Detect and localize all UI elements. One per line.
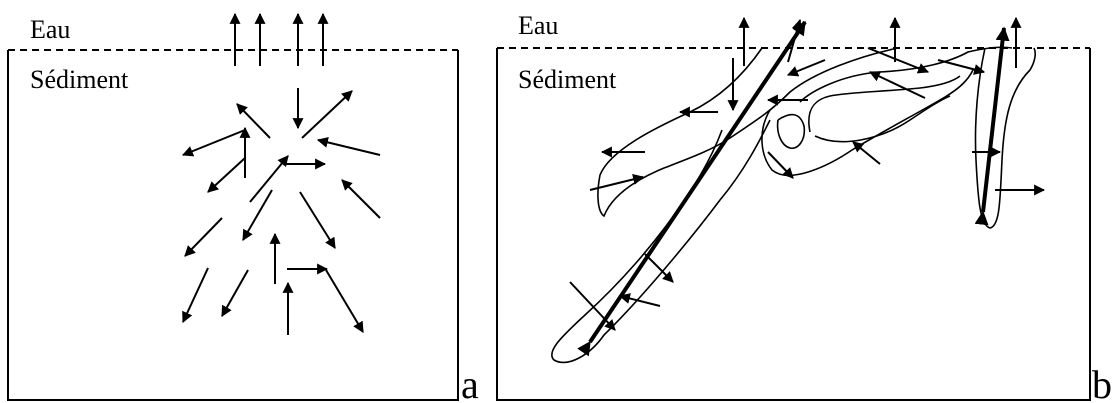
burrow-branch — [761, 69, 974, 176]
panel-letter: b — [1092, 362, 1112, 403]
diffusion-arrow — [299, 191, 336, 249]
burrow-main — [597, 47, 899, 218]
diffusion-arrow — [207, 157, 246, 193]
burrow-chamber — [808, 75, 961, 143]
burrow-outlines — [551, 46, 1036, 364]
diffusion-arrow — [618, 293, 661, 307]
burrow-axis — [974, 26, 1010, 226]
diffusion-arrow — [249, 155, 289, 203]
burrow-inner — [776, 113, 806, 150]
diffusion-arrow — [325, 269, 364, 333]
sediment-box — [7, 50, 459, 401]
diffusion-arrow — [221, 269, 249, 317]
efflux-arrow — [787, 18, 803, 63]
diffusion-arrow — [852, 141, 881, 165]
diffusion-arrow — [786, 59, 826, 77]
panel-b: Eau Sédiment b — [496, 11, 1112, 403]
diffusion-arrow — [937, 59, 986, 75]
diffusion-arrow — [236, 103, 271, 139]
burrow-axes — [577, 20, 1010, 357]
flux-arrows — [569, 16, 1046, 331]
diffusion-arrow — [182, 267, 209, 323]
diffusion-arrow — [644, 253, 674, 283]
diffusion-arrow — [867, 47, 930, 74]
diffusion-arrow — [341, 179, 381, 219]
diffusion-arrow — [589, 174, 645, 191]
water-label: Eau — [30, 15, 70, 44]
diffusion-arrow — [869, 71, 926, 99]
diffusion-arrow — [569, 281, 616, 331]
burrow-oblique — [551, 119, 771, 364]
sediment-label: Sédiment — [30, 65, 129, 94]
sediment-label: Sédiment — [518, 65, 617, 94]
diffusion-arrow — [242, 189, 273, 241]
flux-arrows — [181, 12, 381, 335]
diffusion-arrow — [301, 90, 353, 139]
diffusion-arrow — [316, 136, 381, 156]
burrow-axis — [577, 20, 807, 357]
diffusion-arrow — [767, 151, 794, 179]
water-label: Eau — [518, 11, 558, 40]
diffusion-arrow — [181, 129, 246, 157]
panel-a: Eau Sédiment a — [7, 12, 479, 403]
sediment-box — [496, 48, 1091, 401]
panel-letter: a — [461, 362, 479, 403]
diffusion-arrow — [184, 217, 223, 257]
